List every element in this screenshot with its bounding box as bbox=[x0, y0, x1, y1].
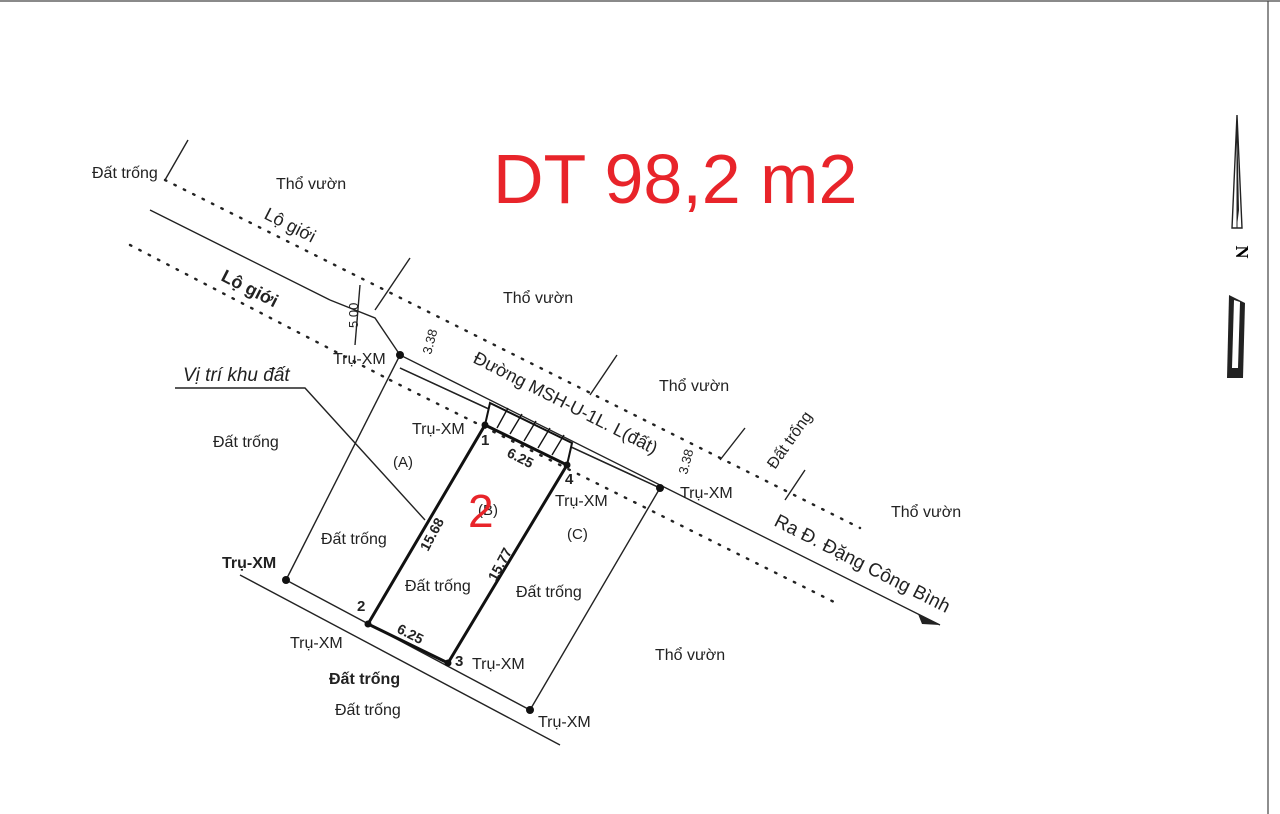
label-tho-vuon-1: Thổ vườn bbox=[276, 175, 346, 193]
label-tru-xm-2: Trụ-XM bbox=[412, 421, 465, 438]
label-dat-trong-bottom: Đất trống bbox=[335, 702, 401, 719]
dim-5-00: 5.00 bbox=[346, 303, 361, 328]
lot-number: 2 bbox=[468, 485, 494, 537]
road-line-lo-gioi bbox=[149, 209, 331, 301]
label-dat-trong-top-left: Đất trống bbox=[92, 165, 158, 182]
label-tru-xm-6: Trụ-XM bbox=[472, 656, 525, 673]
tick-3 bbox=[589, 354, 618, 396]
zone-a: (A) bbox=[393, 454, 413, 471]
label-tho-vuon-3: Thổ vườn bbox=[659, 377, 729, 395]
boundary-c-front bbox=[529, 487, 661, 711]
tick-5 bbox=[784, 469, 806, 501]
label-dat-trong-rotated: Đất trống bbox=[764, 409, 816, 473]
label-road-direction: Ra Đ. Đặng Công Bình bbox=[771, 511, 954, 618]
label-tru-xm-3: Trụ-XM bbox=[680, 485, 733, 502]
label-location: Vị trí khu đất bbox=[183, 365, 290, 386]
label-dat-trong-a: Đất trống bbox=[321, 531, 387, 548]
corner-3: 3 bbox=[455, 653, 463, 670]
label-dat-trong-bold: Đất trống bbox=[329, 671, 400, 688]
corner-1: 1 bbox=[481, 432, 489, 449]
dim-right-length: 15.77 bbox=[485, 545, 516, 584]
label-lo-gioi: Lộ giới bbox=[261, 204, 319, 247]
svg-text:N: N bbox=[1232, 246, 1252, 259]
road-dotted-line-frontage bbox=[388, 378, 842, 607]
area-title: DT 98,2 m2 bbox=[493, 140, 857, 218]
label-dat-trong-c: Đất trống bbox=[516, 584, 582, 601]
rear-boundary bbox=[239, 574, 561, 746]
zone-b: (B) bbox=[478, 502, 498, 519]
road-arrow-icon bbox=[918, 614, 940, 625]
label-tru-xm-5: Trụ-XM bbox=[290, 635, 343, 652]
label-tho-vuon-4: Thổ vườn bbox=[891, 503, 961, 521]
road-line-north bbox=[329, 299, 941, 626]
label-tho-vuon-2: Thổ vườn bbox=[503, 289, 573, 307]
label-tho-vuon-5: Thổ vườn bbox=[655, 646, 725, 664]
label-tru-xm-4: Trụ-XM bbox=[555, 493, 608, 510]
survey-points bbox=[282, 351, 664, 714]
corner-4: 4 bbox=[565, 471, 574, 488]
label-tru-xm-bold: Trụ-XM bbox=[222, 555, 276, 572]
road-dotted-line-top bbox=[163, 178, 862, 530]
tick-1 bbox=[164, 139, 189, 181]
north-arrow-icon: N bbox=[1227, 114, 1252, 378]
location-leader bbox=[175, 387, 426, 521]
zone-c: (C) bbox=[567, 526, 588, 543]
tick-2 bbox=[374, 257, 411, 311]
corner-2: 2 bbox=[357, 598, 365, 615]
boundary-a-front bbox=[285, 354, 401, 581]
dim-3-38-right: 3.38 bbox=[675, 447, 696, 475]
road-dotted-line-south bbox=[128, 243, 392, 382]
label-lo-gioi-bold: Lộ giới bbox=[218, 266, 281, 311]
label-dat-trong-b: Đất trống bbox=[405, 578, 471, 595]
dim-3-38-left: 3.38 bbox=[419, 327, 440, 355]
label-tru-xm-1: Trụ-XM bbox=[333, 351, 386, 368]
label-dat-trong-left: Đất trống bbox=[213, 434, 279, 451]
tick-4 bbox=[719, 427, 746, 461]
label-tru-xm-7: Trụ-XM bbox=[538, 714, 591, 731]
tick-width bbox=[354, 284, 361, 346]
